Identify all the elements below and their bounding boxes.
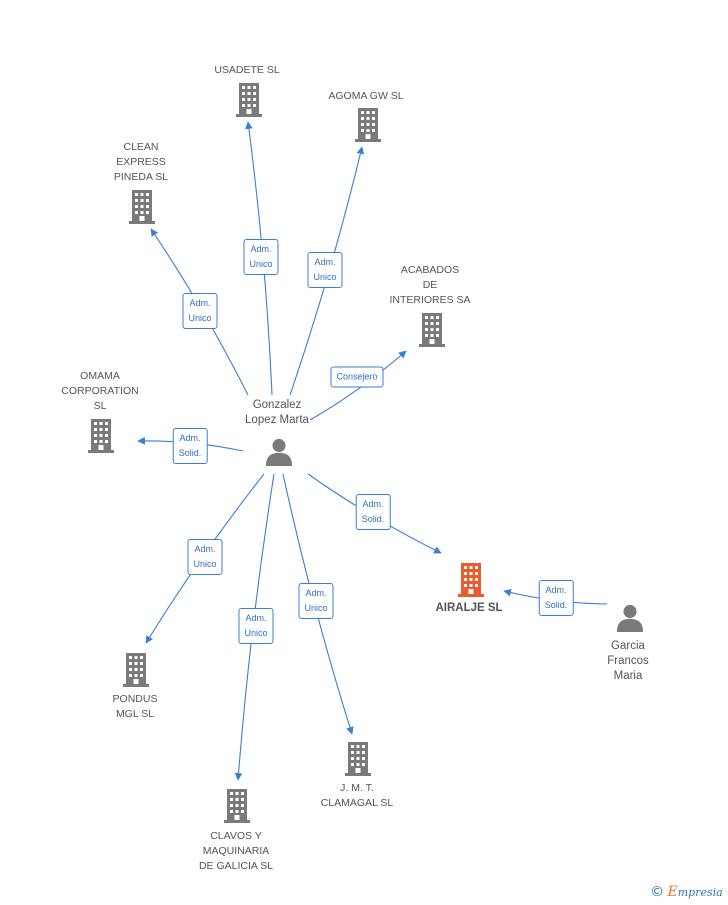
building-icon-pondus[interactable] (123, 653, 149, 687)
edge-label-gonzalez-to-pondus[interactable]: Adm. Unico (187, 539, 223, 575)
node-label-line: PONDUS (112, 693, 158, 705)
brand-name: mpresia (677, 886, 723, 899)
edge-label-line: Unico (244, 628, 268, 638)
edge-label-line: Adm. (545, 585, 567, 595)
edge-label-line: Adm. (305, 588, 327, 598)
node-label-line: AGOMA GW SL (328, 90, 404, 102)
node-label-line: USADETE SL (214, 64, 280, 76)
edge-label-line: Solid. (544, 600, 568, 610)
edge-label-gonzalez-to-agoma[interactable]: Adm. Unico (307, 252, 343, 288)
brand-initial: E (667, 884, 678, 900)
edge-gonzalez-to-acabados (309, 350, 407, 421)
edge-label-line: Adm. (362, 499, 384, 509)
building-icon-agoma[interactable] (355, 108, 381, 142)
building-icon-acabados[interactable] (419, 313, 445, 347)
node-label-line: MAQUINARIA (202, 845, 270, 857)
person-icon-garcia[interactable] (616, 604, 644, 632)
node-label-line: DE (422, 279, 438, 291)
node-label-line: Garcia (611, 640, 645, 652)
node-label-line: Lopez Marta (245, 414, 309, 426)
node-label-agoma[interactable]: AGOMA GW SL (328, 89, 403, 104)
edge-label-garcia-to-airalje[interactable]: Adm. Solid. (538, 580, 574, 616)
edge-label-gonzalez-to-airalje[interactable]: Adm. Solid. (355, 494, 391, 530)
node-label-line: CLEAN (123, 141, 159, 153)
brand-footer: © Empresia (650, 884, 723, 900)
building-icon-jmt[interactable] (345, 742, 371, 776)
edge-label-line: Adm. (194, 544, 216, 554)
edge-label-gonzalez-to-jmt[interactable]: Adm. Unico (298, 583, 334, 619)
node-label-line: DE GALICIA SL (198, 860, 274, 872)
node-label-line: INTERIORES SA (389, 294, 471, 306)
node-label-line: PINEDA SL (113, 171, 169, 183)
node-label-line: AIRALJE SL (435, 602, 503, 614)
node-label-line: CORPORATION (61, 385, 139, 397)
node-label-line: Gonzalez (252, 399, 302, 411)
edge-label-line: Adm. (179, 433, 201, 443)
node-label-line: MGL SL (115, 708, 155, 720)
node-label-line: Francos (607, 655, 649, 667)
building-icon-omama[interactable] (88, 419, 114, 453)
edge-label-line: Adm. (189, 298, 211, 308)
edge-label-line: Unico (249, 259, 273, 269)
node-label-omama[interactable]: OMAMA CORPORATION SL (61, 369, 138, 414)
edge-label-gonzalez-to-clean[interactable]: Adm. Unico (182, 293, 218, 329)
edge-label-gonzalez-to-clavos[interactable]: Adm. Unico (238, 608, 274, 644)
copyright-icon: © (650, 884, 664, 900)
edge-label-gonzalez-to-acabados[interactable]: Consejero (330, 366, 384, 388)
edge-label-line: Unico (313, 272, 337, 282)
node-label-airalje[interactable]: AIRALJE SL (435, 601, 502, 616)
edge-label-line: Unico (304, 603, 328, 613)
building-icon-clavos[interactable] (224, 789, 250, 823)
node-label-line: ACABADOS (400, 264, 460, 276)
edge-label-line: Solid. (361, 514, 385, 524)
node-label-line: OMAMA (80, 370, 120, 382)
edge-label-line: Adm. (245, 613, 267, 623)
node-label-line: Maria (613, 670, 643, 682)
node-label-line: CLAMAGAL SL (320, 797, 394, 809)
node-label-line: EXPRESS (116, 156, 166, 168)
node-label-line: SL (93, 400, 107, 412)
node-label-pondus[interactable]: PONDUS MGL SL (113, 692, 158, 722)
node-label-usadete[interactable]: USADETE SL (214, 63, 279, 78)
node-label-clean[interactable]: CLEAN EXPRESS PINEDA SL (114, 140, 168, 185)
edge-label-line: Unico (188, 313, 212, 323)
edge-label-line: Adm. (314, 257, 336, 267)
edge-label-line: Unico (193, 559, 217, 569)
edge-label-gonzalez-to-omama[interactable]: Adm. Solid. (172, 428, 208, 464)
node-label-clavos[interactable]: CLAVOS Y MAQUINARIA DE GALICIA SL (199, 829, 273, 874)
node-label-line: J. M. T. (340, 782, 374, 794)
building-icon-airalje[interactable] (458, 563, 484, 597)
building-icon-usadete[interactable] (236, 83, 262, 117)
person-icon-gonzalez[interactable] (265, 438, 293, 466)
node-label-acabados[interactable]: ACABADOS DE INTERIORES SA (389, 263, 470, 308)
edge-label-gonzalez-to-usadete[interactable]: Adm. Unico (243, 239, 279, 275)
edge-label-line: Solid. (178, 448, 202, 458)
node-label-jmt[interactable]: J. M. T. CLAMAGAL SL (321, 781, 394, 811)
node-label-line: CLAVOS Y (210, 830, 262, 842)
edge-label-line: Consejero (336, 371, 378, 382)
building-icon-clean[interactable] (129, 190, 155, 224)
edge-label-line: Adm. (250, 244, 272, 254)
